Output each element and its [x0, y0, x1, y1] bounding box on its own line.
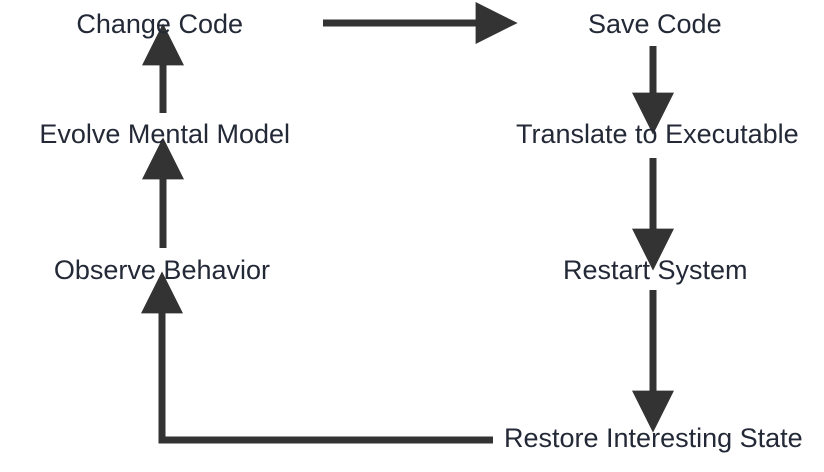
node-save-code[interactable]: Save Code	[588, 9, 722, 39]
node-translate-to-executable[interactable]: Translate to Executable	[516, 119, 799, 149]
node-change-code[interactable]: Change Code	[76, 9, 243, 39]
node-evolve-mental-model[interactable]: Evolve Mental Model	[39, 119, 290, 149]
node-restart-system[interactable]: Restart System	[563, 255, 748, 285]
node-restore-interesting-state[interactable]: Restore Interesting State	[504, 423, 803, 453]
edge-restore-to-observe	[141, 271, 493, 444]
node-observe-behavior[interactable]: Observe Behavior	[53, 255, 270, 285]
